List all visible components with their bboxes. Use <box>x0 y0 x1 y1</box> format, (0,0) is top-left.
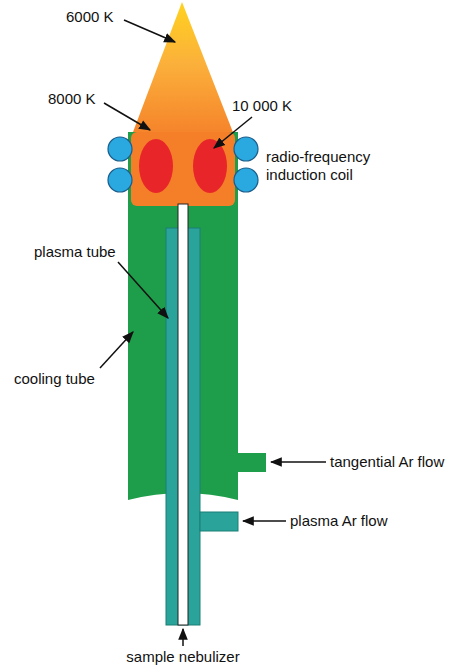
hot-zone <box>139 139 173 193</box>
callout-label: sample nebulizer <box>126 648 239 666</box>
callout-label: 8000 K <box>48 90 96 108</box>
callout-label: tangential Ar flow <box>330 453 444 471</box>
hot-zone <box>193 139 227 193</box>
callout-label: cooling tube <box>14 370 95 388</box>
callout-label: plasma Ar flow <box>290 512 388 530</box>
induction-coil <box>108 137 258 192</box>
plasma-port <box>200 512 238 531</box>
plasma-flame <box>130 2 236 140</box>
leader-lines <box>100 20 326 646</box>
callout-label: 6000 K <box>66 8 114 26</box>
callout-label: radio-frequency induction coil <box>266 148 396 184</box>
tangential-port <box>238 453 266 472</box>
nebulizer-tube <box>178 204 188 625</box>
callout-label: plasma tube <box>34 243 116 261</box>
callout-label: 10 000 K <box>232 97 292 115</box>
